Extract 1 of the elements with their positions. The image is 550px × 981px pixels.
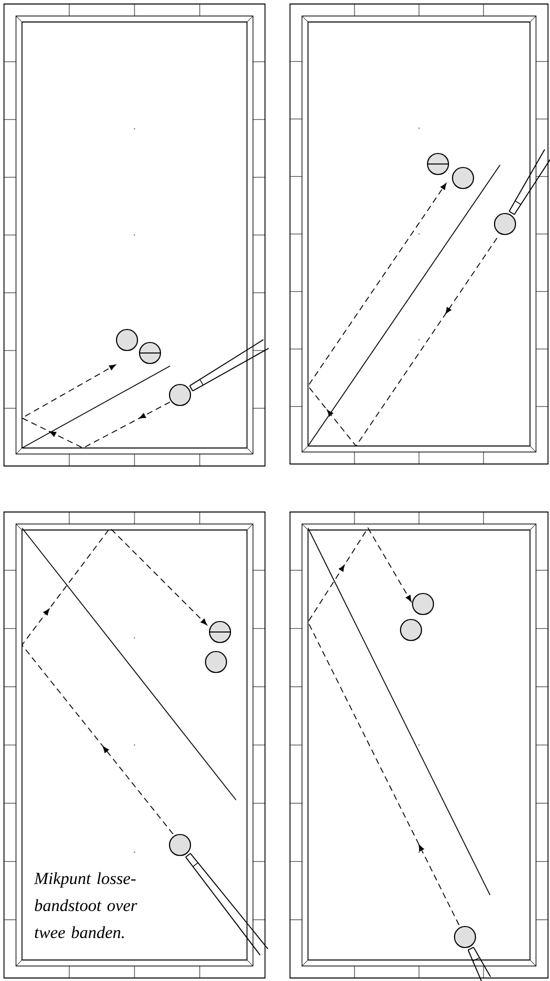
- handwritten-note: Mikpunt losse- bandstoot over twee banden.: [34, 872, 138, 938]
